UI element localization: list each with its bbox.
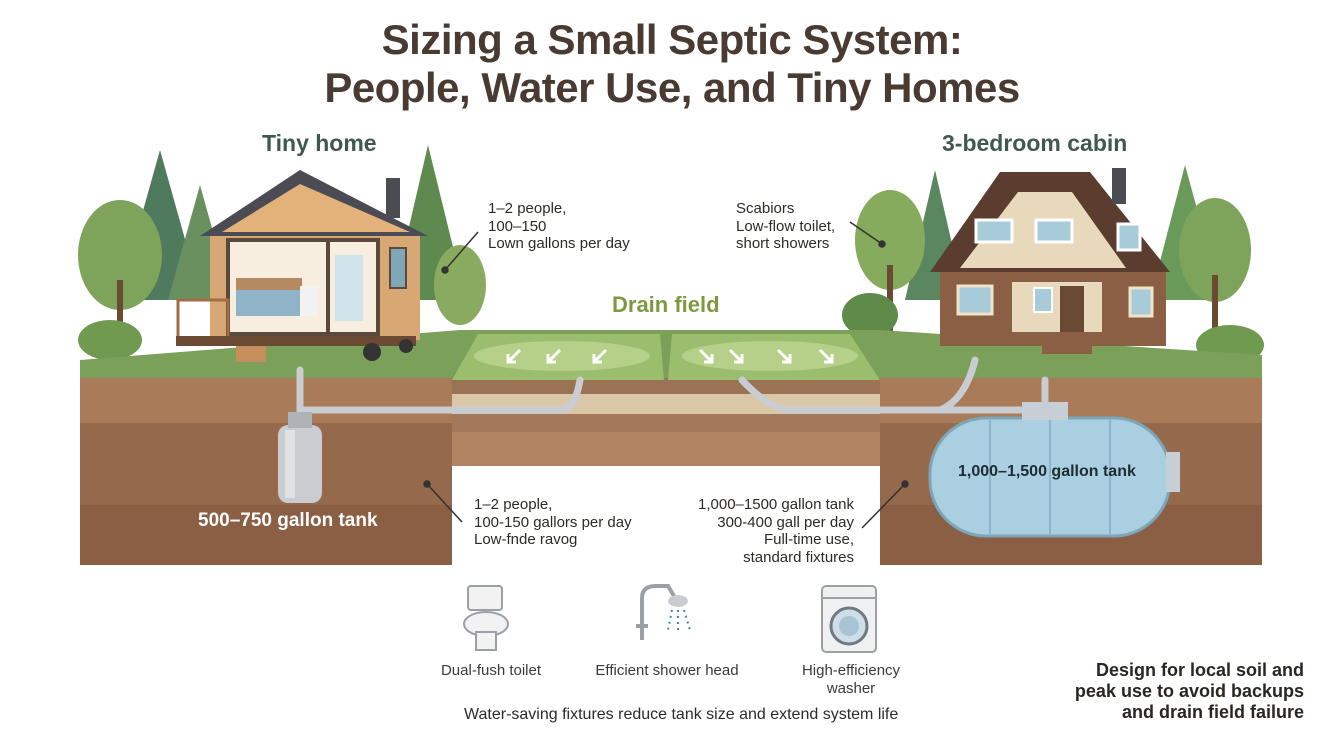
tiny-home-tank-note: 1–2 people, 100-150 gallors per day Low-…	[474, 496, 632, 549]
fixtures-caption: Water-saving fixtures reduce tank size a…	[464, 706, 899, 723]
septic-pipes	[296, 356, 1049, 419]
fixture-label-washer: High-efficiency washer	[801, 662, 901, 697]
drain-field-label: Drain field	[612, 292, 720, 317]
tiny-home-illustration	[176, 170, 428, 362]
large-tank-label: 1,000–1,500 gallon tank	[958, 463, 1136, 480]
shower-head-icon	[636, 584, 691, 640]
tiny-home-label: Tiny home	[262, 130, 377, 156]
callout-pointers	[423, 221, 909, 529]
cabin-illustration	[930, 168, 1170, 354]
fixture-label-shower: Efficient shower head	[595, 662, 739, 679]
washer-icon	[821, 585, 877, 653]
design-advice: Design for local soil and peak use to av…	[1074, 660, 1304, 723]
tiny-home-usage-note: 1–2 people, 100–150 Lown gallons per day	[488, 200, 630, 253]
cabin-label: 3-bedroom cabin	[942, 130, 1128, 156]
page-title-line-1: Sizing a Small Septic System:	[381, 16, 963, 63]
small-tank-label: 500–750 gallon tank	[198, 510, 378, 531]
large-septic-tank	[928, 402, 1180, 538]
drain-field-beds	[452, 334, 880, 380]
page-title-line-2: People, Water Use, and Tiny Homes	[324, 64, 1020, 111]
toilet-icon	[463, 585, 509, 651]
cabin-tank-note: 1,000–1500 gallon tank 300-400 gall per …	[698, 496, 854, 567]
background-trees	[78, 145, 1264, 365]
fixture-label-toilet: Dual-fush toilet	[440, 662, 542, 679]
cabin-usage-note: Scabiors Low-flow toilet, short showers	[736, 200, 836, 253]
small-septic-tank	[278, 412, 322, 503]
